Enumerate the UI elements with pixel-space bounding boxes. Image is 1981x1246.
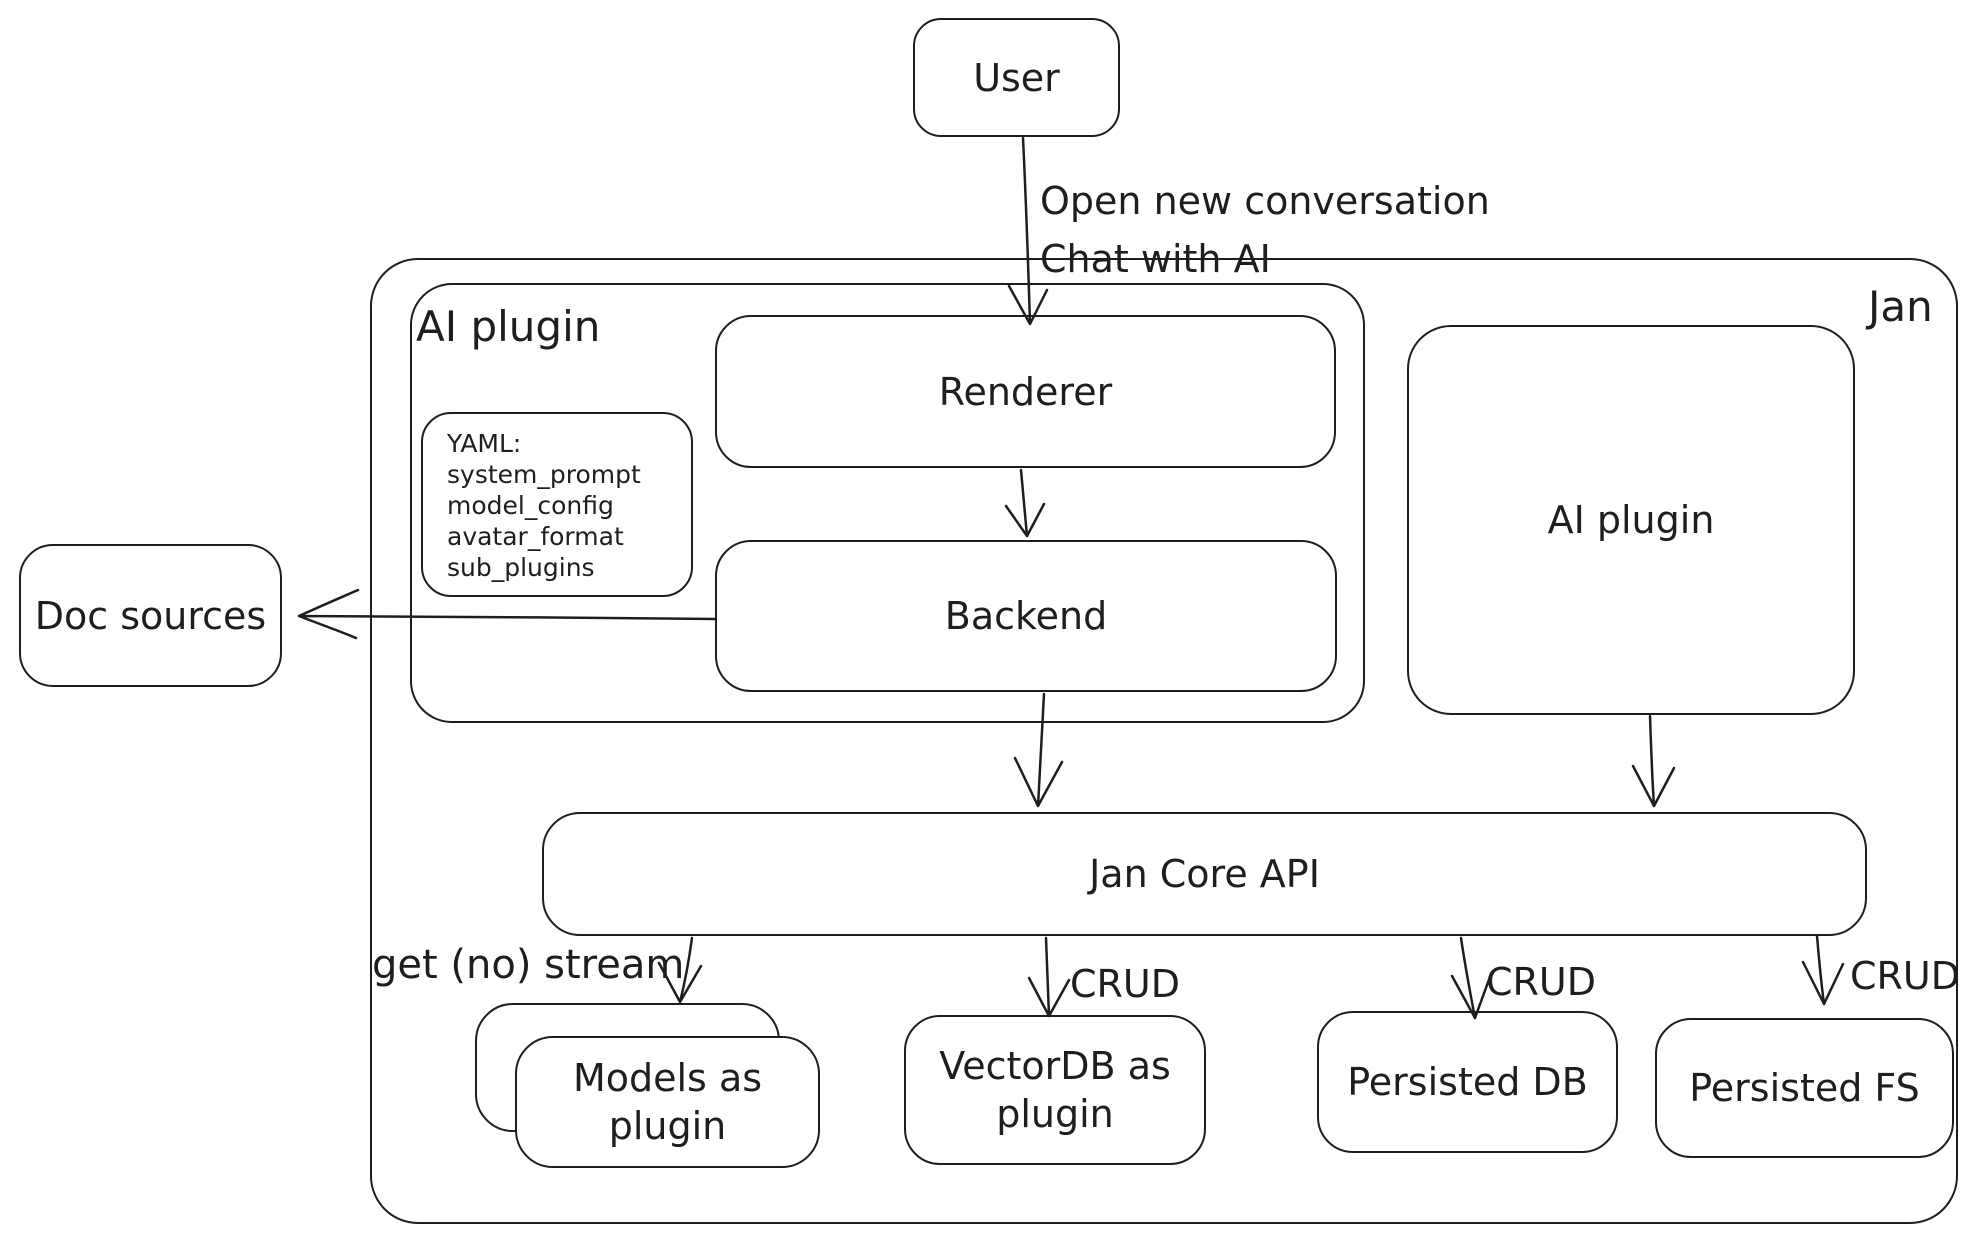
models-as-plugin-node: Models as plugin — [515, 1036, 820, 1168]
yaml-note-line: sub_plugins — [447, 553, 595, 582]
yaml-note-line: model_config — [447, 491, 614, 520]
backend-node: Backend — [715, 540, 1337, 692]
persisted-db-node: Persisted DB — [1317, 1011, 1618, 1153]
vectordb-as-plugin-node: VectorDB as plugin — [904, 1015, 1206, 1165]
user-label: User — [973, 55, 1060, 100]
yaml-note-line: system_prompt — [447, 460, 641, 489]
ai-plugin-node-label: AI plugin — [1547, 498, 1715, 542]
renderer-node: Renderer — [715, 315, 1336, 468]
crud-label-vectordb: CRUD — [1070, 962, 1181, 1006]
user-arrow-label-line2: Chat with AI — [1040, 237, 1271, 281]
jan-core-api-node: Jan Core API — [542, 812, 1867, 936]
jan-core-api-label: Jan Core API — [1089, 852, 1320, 896]
user-node: User — [913, 18, 1120, 137]
user-arrow-label-line1: Open new conversation — [1040, 179, 1490, 223]
yaml-note-line: avatar_format — [447, 522, 624, 551]
ai-plugin-node: AI plugin — [1407, 325, 1855, 715]
ai-plugin-container-label: AI plugin — [416, 302, 601, 351]
ai-plugin-container — [410, 283, 1365, 723]
user-arrow-label: Open new conversation Chat with AI — [1040, 172, 1490, 288]
jan-container-label: Jan — [1868, 282, 1933, 331]
persisted-fs-label: Persisted FS — [1689, 1066, 1920, 1110]
yaml-note-line: YAML: — [447, 429, 522, 458]
models-as-plugin-label: Models as plugin — [572, 1056, 775, 1148]
renderer-label: Renderer — [938, 369, 1113, 414]
crud-label-persisted-fs: CRUD — [1850, 954, 1961, 998]
doc-sources-label: Doc sources — [34, 593, 267, 638]
doc-sources-node: Doc sources — [19, 544, 282, 687]
yaml-note: YAML: system_prompt model_config avatar_… — [421, 412, 693, 597]
vectordb-as-plugin-label: VectorDB as plugin — [939, 1044, 1183, 1136]
persisted-db-label: Persisted DB — [1347, 1060, 1588, 1104]
jan-container — [370, 258, 1958, 1224]
crud-label-persisted-db: CRUD — [1486, 960, 1597, 1004]
backend-label: Backend — [944, 594, 1108, 638]
persisted-fs-node: Persisted FS — [1655, 1018, 1954, 1158]
get-no-stream-label: get (no) stream — [372, 942, 685, 988]
